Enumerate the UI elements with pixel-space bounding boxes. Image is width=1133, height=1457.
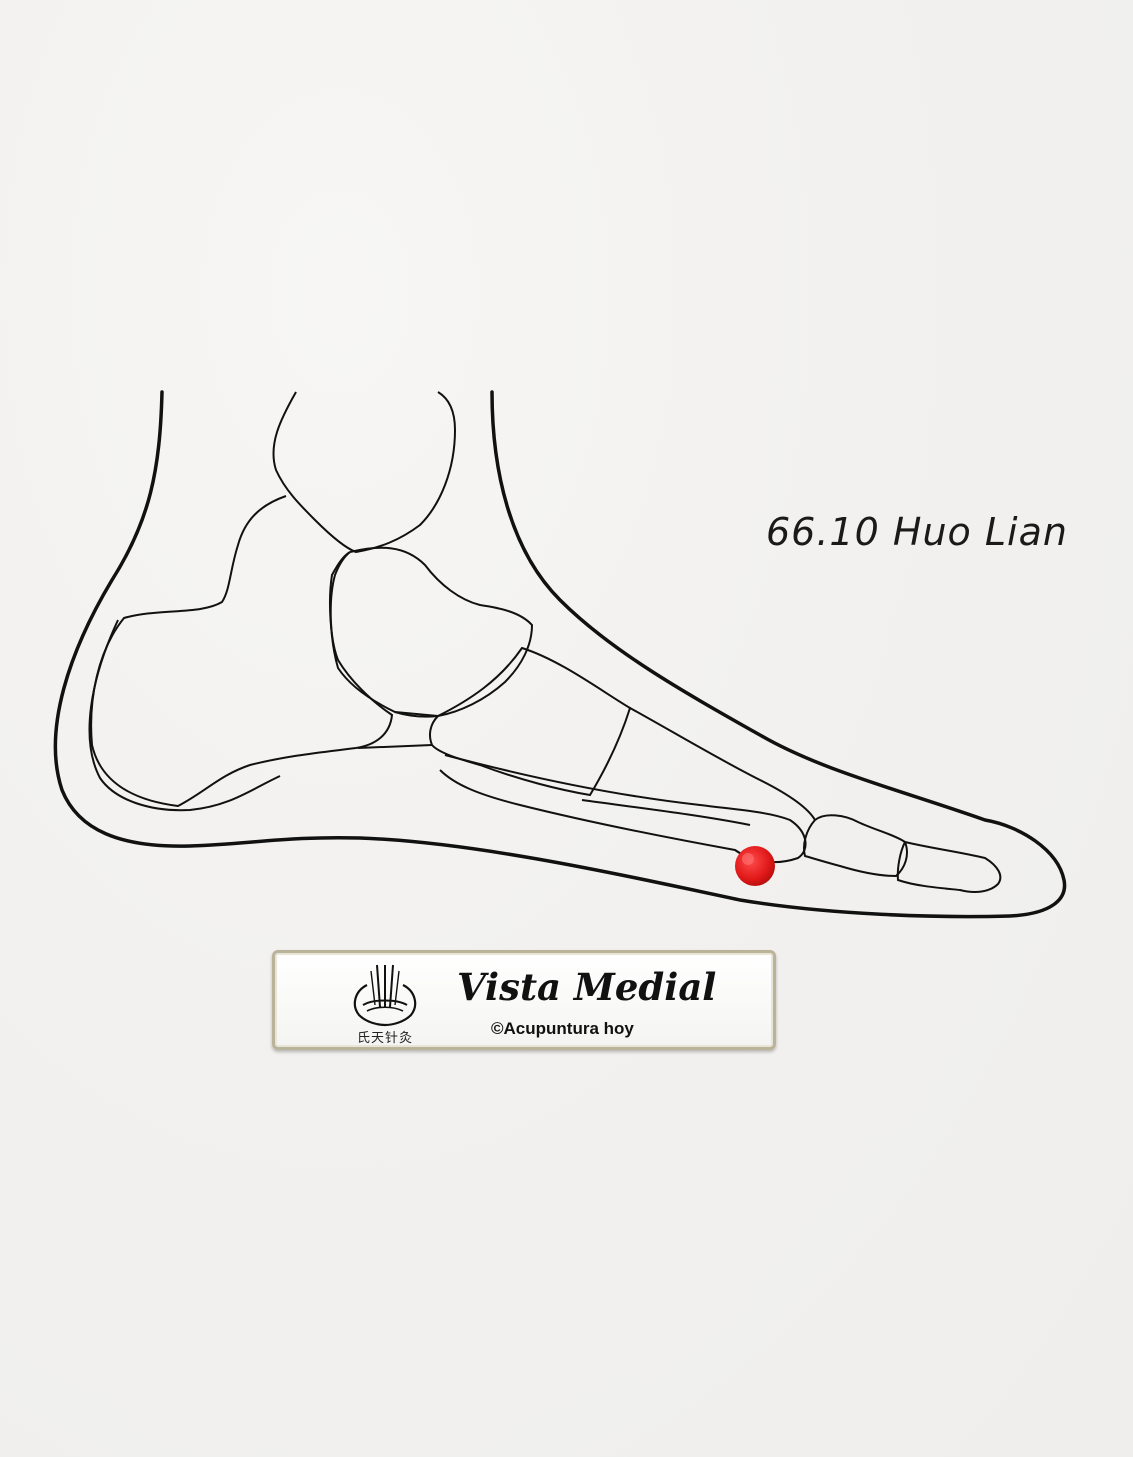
metatarsal-shaft-line	[581, 799, 751, 826]
needles-head-icon	[353, 964, 417, 1027]
tarsal-joint-line	[357, 711, 439, 749]
calcaneus-bone	[90, 495, 394, 808]
proximal-phalanx-bone	[803, 814, 908, 878]
logo-characters: 氏天针灸	[356, 1031, 413, 1046]
navicular-bone	[329, 546, 534, 718]
first-metatarsal-bone	[439, 754, 807, 864]
talus-bone	[272, 391, 457, 554]
acupoint-marker	[735, 846, 775, 886]
caption-box: 氏天针灸 Vista Medial ©Acupuntura hoy	[272, 950, 776, 1050]
foot-outline-heel	[53, 390, 1067, 919]
acupoint-label: 66.10 Huo Lian	[766, 510, 1068, 554]
acupoint-marker-highlight	[742, 853, 754, 865]
second-metatarsal-bone	[629, 707, 816, 821]
cuneiform-bone	[429, 646, 632, 797]
acupuncture-logo: 氏天针灸	[337, 961, 433, 1047]
view-title: Vista Medial	[457, 965, 717, 1009]
distal-phalanx-bone	[896, 841, 1002, 893]
copyright-text: ©Acupuntura hoy	[491, 1019, 634, 1038]
inner-foot-outline	[88, 619, 281, 812]
